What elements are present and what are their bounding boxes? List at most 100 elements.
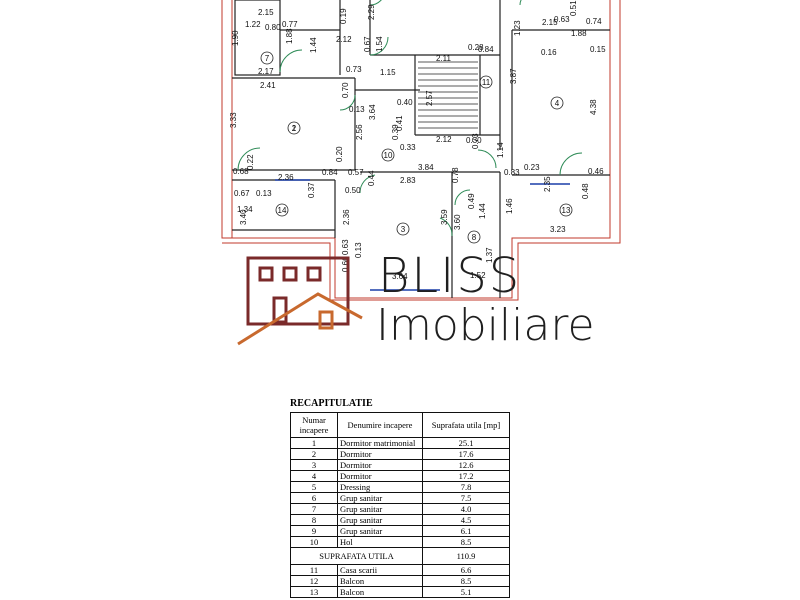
dimension-label: 3.64 bbox=[368, 104, 377, 120]
room-name-cell: Dormitor matrimonial bbox=[337, 437, 423, 449]
stairs bbox=[418, 61, 478, 129]
room-number-label: 2 bbox=[292, 124, 297, 133]
room-name-cell: Dormitor bbox=[337, 470, 423, 482]
room-name-cell: Balcon bbox=[337, 575, 423, 587]
room-area-cell: 6.6 bbox=[422, 564, 510, 576]
dimension-label: 2.12 bbox=[436, 135, 452, 144]
room-number-cell: 9 bbox=[290, 525, 338, 537]
dimension-label: 4.38 bbox=[589, 99, 598, 115]
room-number-label: 10 bbox=[384, 151, 393, 160]
dimension-label: 1.44 bbox=[309, 37, 318, 53]
dimension-label: 0.70 bbox=[341, 82, 350, 98]
dimension-label: 1.14 bbox=[496, 142, 505, 158]
room-number-label: 7 bbox=[265, 54, 270, 63]
dimension-label: 3.60 bbox=[453, 214, 462, 230]
dimension-label: 0.80 bbox=[265, 23, 281, 32]
header-room-name: Denumire incapere bbox=[337, 412, 423, 438]
dimension-label: 0.30 bbox=[466, 136, 482, 145]
dimension-label: 1.37 bbox=[485, 247, 494, 263]
dimension-label: 0.23 bbox=[524, 163, 540, 172]
room-number-label: 4 bbox=[555, 99, 560, 108]
dimension-label: 0.66 bbox=[341, 256, 350, 272]
room-area-cell: 17.2 bbox=[422, 470, 510, 482]
dimension-label: 0.33 bbox=[400, 143, 416, 152]
room-number-label: 11 bbox=[482, 78, 491, 87]
logo-mark bbox=[237, 256, 363, 346]
door-swings bbox=[237, 0, 583, 237]
dimension-label: 0.67 bbox=[363, 36, 372, 52]
dimension-label: 0.22 bbox=[246, 154, 255, 170]
dimension-label: 0.13 bbox=[349, 105, 365, 114]
dimension-label: 3.87 bbox=[509, 68, 518, 84]
dimension-label: 3.64 bbox=[392, 272, 408, 281]
dimension-label: 3.33 bbox=[229, 112, 238, 128]
room-name-cell: Grup sanitar bbox=[337, 514, 423, 526]
room-number-label: 1 bbox=[292, 124, 297, 133]
dimension-label: 2.36 bbox=[342, 209, 351, 225]
dimension-label: 0.63 bbox=[554, 15, 570, 24]
room-area-cell: 5.1 bbox=[422, 586, 510, 598]
brand-name: BLISS bbox=[378, 248, 522, 304]
dimension-label: 1.88 bbox=[571, 29, 587, 38]
room-name-cell: Hol bbox=[337, 536, 423, 548]
dimension-label: 0.84 bbox=[322, 168, 338, 177]
dimension-label: 0.84 bbox=[478, 45, 494, 54]
table-header-row: Numar incapere Denumire incapere Suprafa… bbox=[290, 412, 510, 438]
room-number-cell: 11 bbox=[290, 564, 338, 576]
room-area-cell: 8.5 bbox=[422, 575, 510, 587]
dimension-label: 0.40 bbox=[397, 98, 413, 107]
room-number-cell: 1 bbox=[290, 437, 338, 449]
room-number-label: 8 bbox=[472, 233, 477, 242]
dimension-label: 3.59 bbox=[440, 209, 449, 225]
room-number-label: 3 bbox=[401, 225, 406, 234]
dimension-label: 1.46 bbox=[505, 198, 514, 214]
room-number-cell: 8 bbox=[290, 514, 338, 526]
room-area-cell: 7.5 bbox=[422, 492, 510, 504]
dimension-label: 0.39 bbox=[391, 124, 400, 140]
room-name-cell: Dormitor bbox=[337, 459, 423, 471]
dimension-label: 0.50 bbox=[345, 186, 361, 195]
dimension-label: 0.13 bbox=[354, 242, 363, 258]
dimension-label: 0.63 bbox=[341, 239, 350, 255]
dimension-label: 2.35 bbox=[543, 176, 552, 192]
dimension-label: 0.19 bbox=[339, 8, 348, 24]
room-number-cell: 7 bbox=[290, 503, 338, 515]
dimension-label: 0.83 bbox=[504, 168, 520, 177]
dimension-label: 2.56 bbox=[355, 124, 364, 140]
room-number-cell: 2 bbox=[290, 448, 338, 460]
room-number-cell: 3 bbox=[290, 459, 338, 471]
dimension-label: 0.15 bbox=[590, 45, 606, 54]
dimension-label: 2.57 bbox=[425, 90, 434, 106]
room-name-cell: Grup sanitar bbox=[337, 525, 423, 537]
room-area-cell: 12.6 bbox=[422, 459, 510, 471]
room-area-cell: 17.6 bbox=[422, 448, 510, 460]
dimension-label: 0.44 bbox=[367, 170, 376, 186]
dimension-label: 0.73 bbox=[471, 133, 480, 149]
room-name-cell: Dressing bbox=[337, 481, 423, 493]
dimension-label: 1.44 bbox=[478, 203, 487, 219]
dimension-label: 2.15 bbox=[258, 8, 274, 17]
dimension-label: 1.88 bbox=[285, 28, 294, 44]
dimension-label: 1.90 bbox=[231, 30, 240, 46]
dimension-label: 0.77 bbox=[282, 20, 298, 29]
dimension-label: 2.11 bbox=[436, 54, 452, 63]
dimension-label: 0.16 bbox=[541, 48, 557, 57]
recap-title: RECAPITULATIE bbox=[290, 398, 373, 409]
room-area-cell: 4.5 bbox=[422, 514, 510, 526]
dimension-label: 1.54 bbox=[375, 36, 384, 52]
dimension-label: 0.41 bbox=[395, 115, 404, 131]
dimension-label: 1.15 bbox=[380, 68, 396, 77]
room-markers bbox=[260, 51, 573, 244]
dimension-label: 2.41 bbox=[260, 81, 276, 90]
dimension-label: 0.68 bbox=[233, 167, 249, 176]
